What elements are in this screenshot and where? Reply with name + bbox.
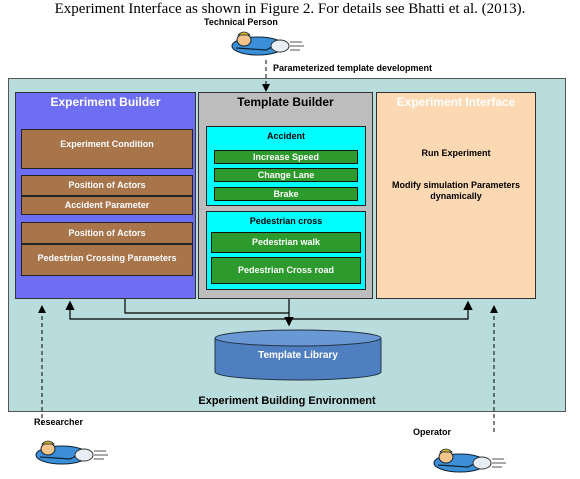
modify-parameters-text: Modify simulation Parameters dynamically	[391, 180, 521, 201]
library-to-ei-arrow	[289, 300, 473, 320]
pedestrian-walk-box: Pedestrian walk	[211, 232, 361, 253]
experiment-interface-panel	[376, 92, 536, 299]
template-library-cylinder	[214, 329, 382, 381]
experiment-interface-title: Experiment Interface	[396, 95, 516, 109]
change-lane-box: Change Lane	[214, 168, 358, 182]
library-to-eb-arrow	[65, 300, 289, 320]
figure-caption: Experiment Interface as shown in Figure …	[54, 1, 526, 17]
environment-title: Experiment Building Environment	[198, 395, 376, 407]
parameterized-template-label: Parameterized template development	[273, 63, 433, 73]
technical-person-label: Technical Person	[204, 17, 278, 27]
experiment-builder-title: Experiment Builder	[50, 95, 161, 109]
pedestrian-cross-road-box: Pedestrian Cross road	[211, 257, 361, 284]
experiment-condition-label: Experiment Condition	[60, 139, 154, 149]
position-of-actors-box-1: Position of Actors	[21, 175, 193, 196]
accident-title: Accident	[266, 131, 305, 141]
pedestrian-crossing-parameters-box: Pedestrian Crossing Parameters	[21, 244, 193, 276]
pedestrian-cross-title: Pedestrian cross	[249, 216, 323, 226]
researcher-label: Researcher	[34, 417, 84, 427]
template-library-label: Template Library	[258, 350, 338, 361]
eb-to-library-line	[124, 299, 289, 314]
increase-speed-box: Increase Speed	[214, 150, 358, 164]
operator-label: Operator	[413, 427, 452, 437]
template-builder-title: Template Builder	[237, 95, 334, 109]
position-of-actors-box-2: Position of Actors	[21, 222, 193, 244]
experiment-condition-box: Experiment Condition	[21, 129, 193, 169]
run-experiment-text: Run Experiment	[421, 148, 491, 158]
accident-parameter-box: Accident Parameter	[21, 196, 193, 215]
brake-box: Brake	[214, 187, 358, 201]
